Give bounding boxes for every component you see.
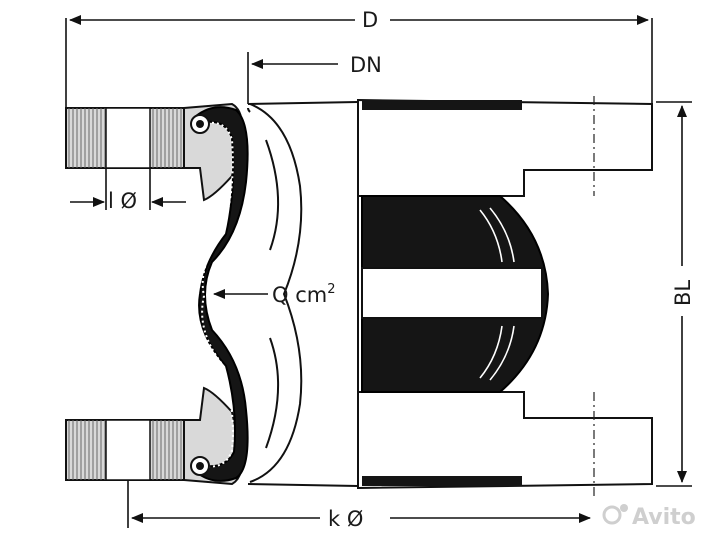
watermark-text: Avito bbox=[632, 505, 696, 530]
dimension-d: D bbox=[65, 8, 653, 110]
avito-watermark: Avito bbox=[602, 504, 696, 530]
right-external-view bbox=[357, 96, 653, 496]
label-dn: DN bbox=[350, 53, 382, 77]
dimension-bl: BL bbox=[656, 101, 695, 487]
dimension-k-dia: k Ø bbox=[127, 480, 591, 531]
label-l-dia: l Ø bbox=[108, 189, 137, 213]
dimension-l-dia: l Ø bbox=[70, 168, 186, 213]
label-q-sup: 2 bbox=[327, 282, 335, 297]
left-cross-section bbox=[65, 102, 303, 486]
label-k-dia: k Ø bbox=[328, 507, 363, 531]
label-bl: BL bbox=[671, 280, 695, 306]
svg-text:Q cm2: Q cm2 bbox=[272, 282, 336, 307]
label-q: Q cm bbox=[272, 283, 327, 307]
label-d: D bbox=[362, 8, 378, 32]
dimension-dn: DN bbox=[247, 52, 382, 104]
annotation-q: Q cm2 bbox=[213, 282, 336, 307]
